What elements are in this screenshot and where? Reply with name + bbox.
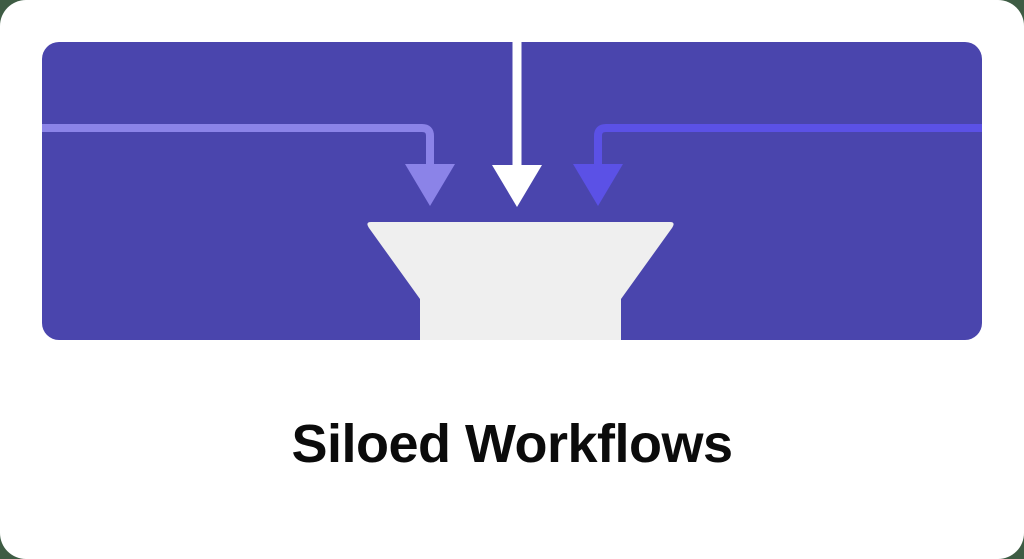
panel-graphic <box>42 124 982 340</box>
left-arrow-group <box>42 124 455 206</box>
right-rail-line <box>594 124 982 166</box>
right-arrow-head <box>573 164 623 206</box>
right-arrow-group <box>573 124 982 206</box>
page-title: Siloed Workflows <box>291 414 733 474</box>
funnel-shape <box>367 222 674 340</box>
left-rail-line <box>42 124 434 166</box>
left-arrow-head <box>405 164 455 206</box>
illustration-panel <box>42 42 982 340</box>
